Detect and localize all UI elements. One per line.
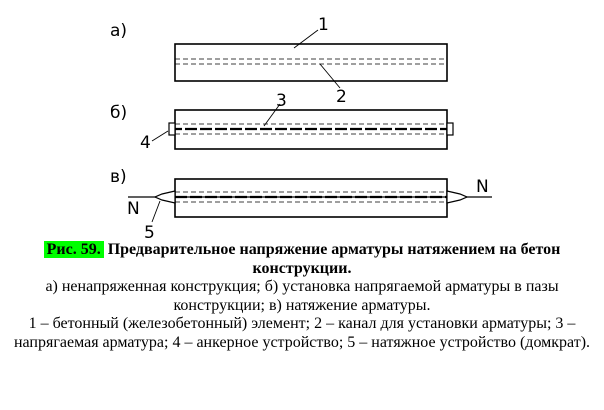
leader-line-2 [319,63,341,89]
caption-title-text: Предварительное напряжение арматуры натя… [107,241,561,277]
label-2: 2 [336,87,347,107]
panel-c-letter: в) [110,167,127,187]
label-4: 4 [140,133,151,153]
caption-subfigures: а) ненапряженная конструкция; б) установ… [45,278,559,314]
panel-b: б) 3 4 [110,91,454,153]
figure-caption: Рис. 59. Предварительное напряжение арма… [0,241,604,352]
leader-line-3 [263,103,281,127]
label-1: 1 [318,15,329,35]
jack-right [446,190,469,204]
panel-b-letter: б) [110,103,127,123]
anchor-right [446,122,454,136]
caption-legend: 1 – бетонный (железобетонный) элемент; 2… [13,315,591,351]
force-label-right: N [476,177,489,197]
figure-number: Рис. 59. [43,241,104,258]
panel-a: а) 1 2 [110,15,448,107]
concrete-element [174,43,448,82]
panel-a-letter: а) [110,21,127,41]
leader-line-1 [293,29,319,49]
force-label-left: N [127,199,140,219]
label-3: 3 [276,91,287,111]
caption-title: Рис. 59. Предварительное напряжение арма… [0,241,604,278]
panel-c: в) N N 5 [110,167,492,240]
leader-line-4 [151,130,169,142]
jack-left [153,190,176,204]
leader-line-5 [151,200,161,223]
label-5: 5 [144,223,155,240]
anchor-left [168,122,176,136]
diagram: а) 1 2 б) 3 4 в) N N 5 [110,15,492,240]
